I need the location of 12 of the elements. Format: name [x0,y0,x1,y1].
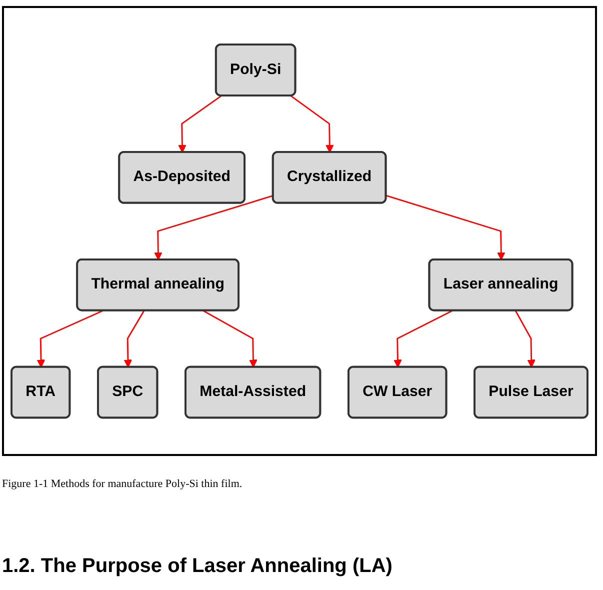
arrow [202,310,258,368]
arrow [386,194,506,260]
diagram-frame: Poly-Si As-Deposited Crystallized Thermal annealing Laser annealing RTA SPC Metal-Assisted CW Laser Pulse Laser [2,6,597,456]
arrow [394,310,453,368]
arrow [154,194,274,260]
arrow [290,95,334,153]
arrow [124,310,145,368]
arrow [514,310,536,368]
section-heading: 1.2. The Purpose of Laser Annealing (LA) [2,555,392,578]
figure-caption: Figure 1-1 Methods for manufacture Poly-Si thin film. [2,478,242,490]
arrow [36,310,104,368]
arrow [178,95,222,153]
